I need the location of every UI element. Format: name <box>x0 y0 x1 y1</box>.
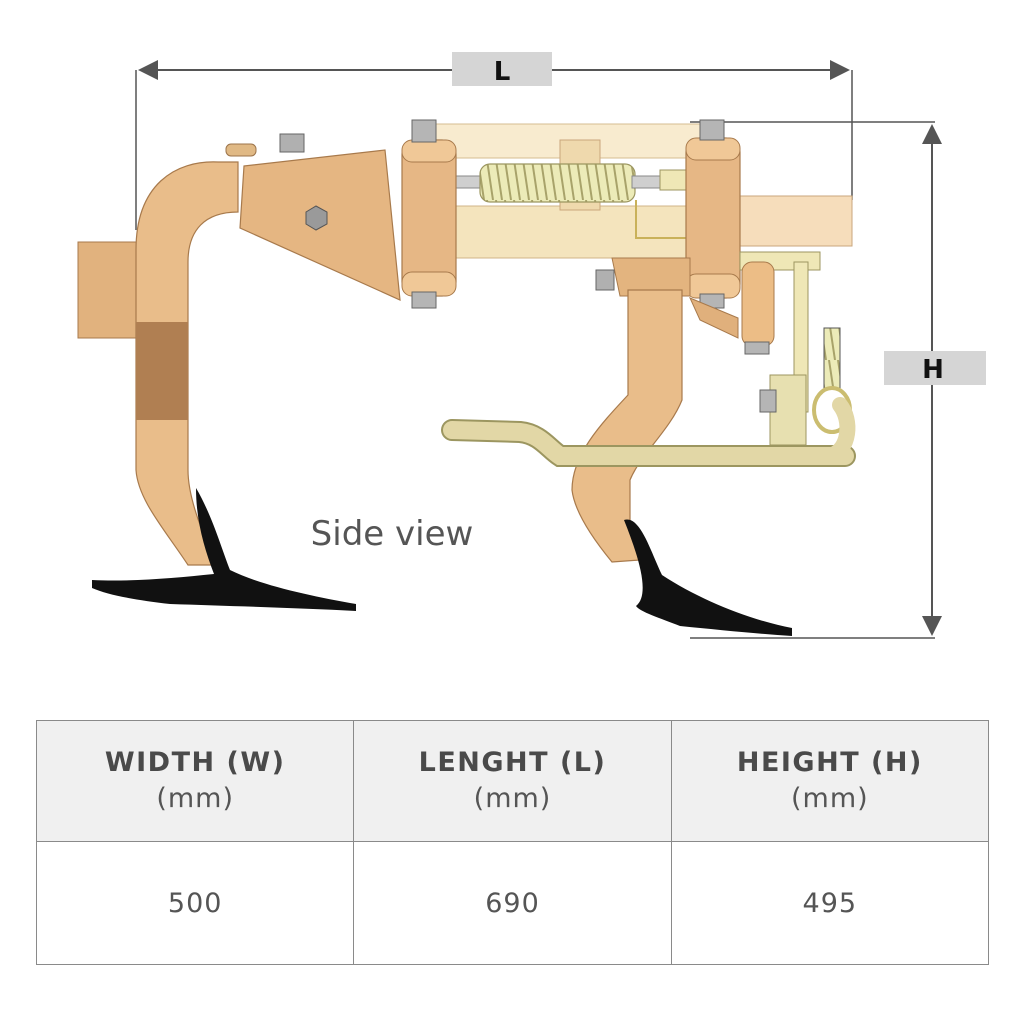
subsoiler-side-view-drawing: L H <box>77 52 986 639</box>
width-value: 500 <box>35 841 355 965</box>
left-pivot-pillar <box>401 119 457 309</box>
table-row: 500 690 495 <box>35 841 990 965</box>
width-header-title: WIDTH (W) <box>104 747 286 778</box>
dimensions-table: WIDTH (W) (mm) LENGHT (L) (mm) HEIGHT (H… <box>35 720 990 965</box>
right-shank <box>571 257 739 563</box>
length-header: LENGHT (L) (mm) <box>353 720 672 842</box>
length-dimension: L <box>135 52 853 230</box>
width-header: WIDTH (W) (mm) <box>35 720 355 842</box>
length-value: 690 <box>353 841 672 965</box>
stabilizer-rod <box>441 397 856 467</box>
right-shoe <box>624 519 792 636</box>
width-header-unit: (mm) <box>156 783 234 814</box>
depth-adjust-bracket <box>739 251 852 446</box>
height-label-box <box>884 351 986 385</box>
height-label: H <box>922 355 944 385</box>
right-pivot-pillar <box>685 119 741 309</box>
length-header-unit: (mm) <box>473 783 552 814</box>
left-shank <box>77 133 401 566</box>
mounting-plate <box>735 195 853 247</box>
table-header-row: WIDTH (W) (mm) LENGHT (L) (mm) HEIGHT (H… <box>35 720 990 842</box>
left-shoe <box>92 488 356 611</box>
length-header-title: LENGHT (L) <box>418 747 607 778</box>
length-label-box <box>452 52 552 86</box>
height-header-title: HEIGHT (H) <box>736 747 923 778</box>
length-label: L <box>494 57 511 87</box>
side-view-caption: Side view <box>311 514 474 554</box>
height-header: HEIGHT (H) (mm) <box>670 720 990 842</box>
height-header-unit: (mm) <box>790 783 869 814</box>
height-dimension: H <box>690 121 986 639</box>
height-value: 495 <box>670 841 990 965</box>
